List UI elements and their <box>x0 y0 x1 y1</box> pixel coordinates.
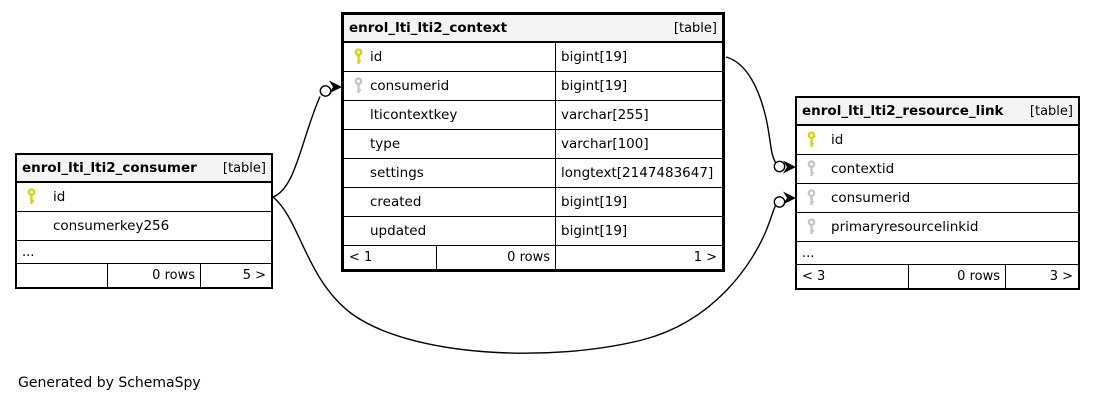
column-name-cell: id <box>797 126 1078 154</box>
column-row-lticontextkey: lticontextkey varchar[255] <box>344 101 722 130</box>
column-name-cell: contextid <box>797 155 1078 183</box>
table-type-tag: [table] <box>673 20 717 36</box>
column-type: bigint[19] <box>555 217 722 245</box>
column-name-cell: consumerkey256 <box>17 212 271 240</box>
column-name: settings <box>370 165 424 181</box>
column-name-cell: type <box>344 130 555 158</box>
column-row-id: id <box>17 183 271 212</box>
column-name-cell: id <box>17 183 271 211</box>
table-header[interactable]: enrol_lti_lti2_context [table] <box>344 15 722 43</box>
column-name: lticontextkey <box>370 107 458 123</box>
column-name: type <box>370 136 401 152</box>
foreign-key-icon <box>806 160 817 178</box>
column-row-settings: settings longtext[2147483647] <box>344 159 722 188</box>
column-name-cell: primaryresourcelinkid <box>797 213 1078 241</box>
primary-key-icon <box>806 131 817 149</box>
foreign-key-icon <box>806 189 817 207</box>
column-row-contextid: contextid <box>797 155 1078 184</box>
edge-consumer-id-to-resourcelink-consumerid <box>272 196 777 354</box>
column-type: varchar[100] <box>555 130 722 158</box>
column-row-type: type varchar[100] <box>344 130 722 159</box>
primary-key-icon <box>26 188 37 206</box>
pager-prev[interactable]: < 3 <box>802 269 826 284</box>
pager-prev <box>17 264 107 287</box>
pager-next[interactable]: 5 > <box>200 264 271 287</box>
column-row-primaryresourcelinkid: primaryresourcelinkid <box>797 213 1078 242</box>
pager-next[interactable]: 3 > <box>1005 265 1078 288</box>
row-count: 0 rows <box>107 264 200 287</box>
edge-consumer-id-to-context-consumerid <box>272 96 321 198</box>
table-header[interactable]: enrol_lti_lti2_resource_link [table] <box>797 98 1078 126</box>
table-enrol-lti-lti2-resource-link: enrol_lti_lti2_resource_link [table] id c… <box>795 96 1080 290</box>
edge-arrowhead <box>783 191 796 205</box>
column-row-consumerkey256: consumerkey256 <box>17 212 271 241</box>
generated-by-text: Generated by SchemaSpy <box>18 375 201 391</box>
column-name: consumerid <box>370 78 450 94</box>
row-count: 0 rows <box>436 246 555 269</box>
table-title[interactable]: enrol_lti_lti2_consumer <box>22 160 197 176</box>
column-row-id: id bigint[19] <box>344 43 722 72</box>
column-type: varchar[255] <box>555 101 722 129</box>
table-title[interactable]: enrol_lti_lti2_resource_link <box>802 103 1004 119</box>
column-name-cell: consumerid <box>797 184 1078 212</box>
column-type: bigint[19] <box>555 188 722 216</box>
column-name: id <box>831 132 844 148</box>
column-name-cell: lticontextkey <box>344 101 555 129</box>
row-count: 0 rows <box>908 265 1005 288</box>
column-list: id contextid consumerid primaryresourcelink… <box>797 126 1078 265</box>
table-enrol-lti-lti2-consumer: enrol_lti_lti2_consumer [table] id consum… <box>15 153 273 289</box>
table-footer: < 1 0 rows 1 > <box>344 246 722 269</box>
column-type: bigint[19] <box>555 72 722 100</box>
truncated-columns-indicator: ... <box>17 241 271 264</box>
column-name-cell: id <box>344 43 555 71</box>
edge-arrowhead <box>783 160 796 174</box>
column-name: id <box>370 49 383 65</box>
column-name: consumerid <box>831 190 911 206</box>
table-enrol-lti-lti2-context: enrol_lti_lti2_context [table] id bigint[… <box>341 12 725 272</box>
column-name: contextid <box>831 161 895 177</box>
table-type-tag: [table] <box>222 160 266 176</box>
column-name: consumerkey256 <box>53 218 170 234</box>
column-name-cell: consumerid <box>344 72 555 100</box>
edge-endpoint-circle <box>773 196 786 208</box>
foreign-key-icon <box>806 218 817 236</box>
table-title[interactable]: enrol_lti_lti2_context <box>349 20 508 36</box>
column-name: updated <box>370 223 427 239</box>
column-row-created: created bigint[19] <box>344 188 722 217</box>
edge-endpoint-circle <box>319 85 332 97</box>
column-name: created <box>370 194 422 210</box>
table-footer: 0 rows 5 > <box>17 264 271 287</box>
column-row-consumerid: consumerid <box>797 184 1078 213</box>
column-name-cell: updated <box>344 217 555 245</box>
primary-key-icon <box>353 48 364 66</box>
truncated-columns-indicator: ... <box>797 242 1078 265</box>
column-type: longtext[2147483647] <box>555 159 722 187</box>
column-name: primaryresourcelinkid <box>831 219 979 235</box>
edge-context-id-to-resourcelink-contextid <box>725 56 777 163</box>
column-row-id: id <box>797 126 1078 155</box>
column-type: bigint[19] <box>555 43 722 71</box>
edge-arrowhead <box>329 80 342 94</box>
column-row-consumerid: consumerid bigint[19] <box>344 72 722 101</box>
table-type-tag: [table] <box>1029 103 1073 119</box>
column-name-cell: created <box>344 188 555 216</box>
column-name: id <box>53 189 66 205</box>
foreign-key-icon <box>353 77 364 95</box>
column-row-updated: updated bigint[19] <box>344 217 722 246</box>
table-header[interactable]: enrol_lti_lti2_consumer [table] <box>17 155 271 183</box>
column-list: id consumerkey256... <box>17 183 271 264</box>
table-footer: < 3 0 rows 3 > <box>797 265 1078 288</box>
pager-next[interactable]: 1 > <box>555 246 722 269</box>
column-name-cell: settings <box>344 159 555 187</box>
pager-prev[interactable]: < 1 <box>349 250 373 265</box>
edge-endpoint-circle <box>773 160 786 173</box>
